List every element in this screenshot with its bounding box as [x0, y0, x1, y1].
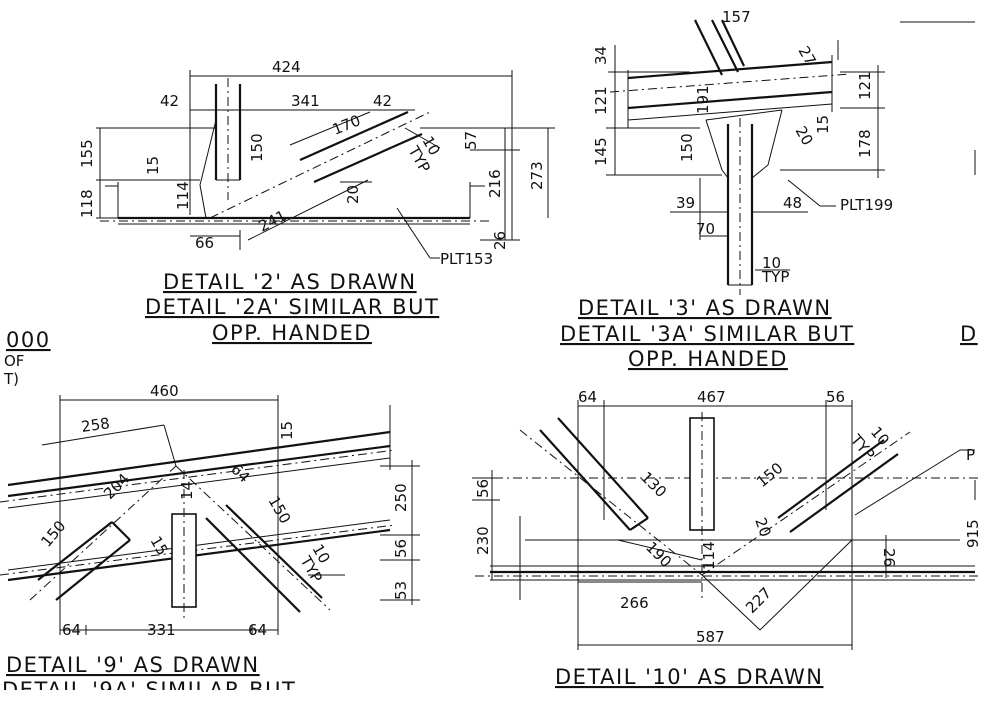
dim-114: 114 — [700, 541, 718, 570]
dim-57: 57 — [462, 131, 480, 150]
dim-20: 20 — [792, 123, 817, 149]
dim-191: 191 — [694, 85, 712, 114]
dim-114: 114 — [174, 181, 192, 210]
detail-10: 64 467 56 10 TYP 56 130 150 230 20 190 1… — [472, 388, 982, 689]
dim-15a: 15 — [278, 421, 296, 440]
plate-plt153: PLT153 — [440, 250, 493, 268]
dim-118: 118 — [78, 189, 96, 218]
dim-150: 150 — [753, 459, 787, 491]
dim-467: 467 — [697, 388, 726, 406]
dim-26: 26 — [491, 231, 509, 250]
dim-14: 14 — [178, 481, 196, 500]
dim-15: 15 — [814, 115, 832, 134]
dim-15b: 15 — [147, 533, 172, 559]
dim-915: 915 — [964, 519, 982, 548]
left-edge-line1: 000 — [6, 328, 51, 352]
dim-230: 230 — [474, 526, 492, 555]
detail-2-title-line3: OPP. HANDED — [212, 321, 372, 345]
dim-70: 70 — [696, 220, 715, 238]
dim-39: 39 — [676, 194, 695, 212]
dim-121b: 121 — [856, 71, 874, 100]
detail-10-title-line1: DETAIL '10' AS DRAWN — [555, 665, 824, 689]
typ-label: TYP — [761, 268, 789, 286]
left-edge-line3: T) — [3, 370, 19, 388]
edge-letter: D — [960, 322, 978, 346]
dim-150a: 150 — [37, 517, 69, 551]
dim-155: 155 — [78, 139, 96, 168]
dim-178: 178 — [856, 129, 874, 158]
dim-26: 26 — [880, 548, 898, 567]
dim-227: 227 — [742, 584, 775, 617]
dim-64: 64 — [578, 388, 597, 406]
dim-273: 273 — [528, 161, 546, 190]
left-edge-fragment: 000 OF T) — [3, 328, 51, 388]
left-edge-line2: OF — [4, 352, 24, 370]
detail-3: 157 34 27 121 121 191 20 15 145 150 178 … — [560, 8, 978, 371]
dim-15: 15 — [144, 156, 162, 175]
dim-66: 66 — [195, 234, 214, 252]
dim-331: 331 — [147, 621, 176, 639]
dim-64c: 64 — [248, 621, 267, 639]
detail-2-title-line2: DETAIL '2A' SIMILAR BUT — [145, 295, 439, 319]
dim-20: 20 — [344, 185, 362, 204]
dim-157: 157 — [722, 8, 751, 26]
detail-2-title-line1: DETAIL '2' AS DRAWN — [163, 270, 417, 294]
dim-250: 250 — [392, 483, 410, 512]
plate-partial: P — [966, 446, 975, 464]
plate-plt199: PLT199 — [840, 196, 893, 214]
detail-3-title-line3: OPP. HANDED — [628, 347, 788, 371]
dim-145: 145 — [592, 137, 610, 166]
dim-587: 587 — [696, 628, 725, 646]
dim-150b: 150 — [265, 493, 295, 527]
dim-424: 424 — [272, 58, 301, 76]
dim-150: 150 — [678, 133, 696, 162]
dim-56: 56 — [392, 539, 410, 558]
dim-34: 34 — [592, 46, 610, 65]
dim-42b: 42 — [373, 92, 392, 110]
detail-9-title-line1: DETAIL '9' AS DRAWN — [6, 653, 260, 677]
detail-3-title-line2: DETAIL '3A' SIMILAR BUT — [560, 322, 854, 346]
dim-10: 10 — [762, 254, 781, 272]
dim-56: 56 — [826, 388, 845, 406]
dim-204: 204 — [100, 470, 133, 503]
dim-150: 150 — [248, 133, 266, 162]
dim-121: 121 — [592, 86, 610, 115]
dim-258: 258 — [80, 414, 111, 436]
dim-53: 53 — [392, 581, 410, 600]
dim-216: 216 — [486, 169, 504, 198]
dim-460: 460 — [150, 382, 179, 400]
dim-20: 20 — [751, 515, 774, 539]
dim-130: 130 — [637, 468, 670, 501]
dim-241: 241 — [256, 207, 290, 236]
dim-266: 266 — [620, 594, 649, 612]
detail-2: 424 42 341 42 170 10 TYP 57 155 150 15 1… — [78, 58, 555, 345]
detail-9: 460 258 15 204 64 14 150 150 15 250 56 1… — [0, 382, 420, 717]
dim-56b: 56 — [474, 479, 492, 498]
dim-42: 42 — [160, 92, 179, 110]
detail-3-title-line1: DETAIL '3' AS DRAWN — [578, 296, 832, 320]
dim-64b: 64 — [62, 621, 81, 639]
dim-341: 341 — [291, 92, 320, 110]
dim-48: 48 — [783, 194, 802, 212]
